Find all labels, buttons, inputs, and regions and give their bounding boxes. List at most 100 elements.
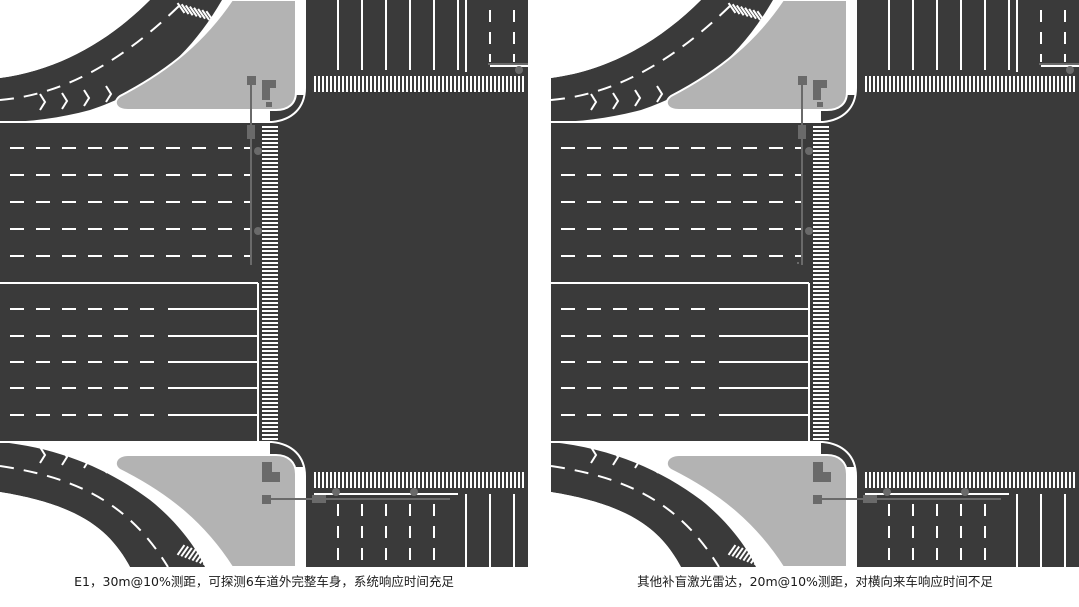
- zebra-bar: [350, 76, 352, 92]
- zebra-bar: [813, 314, 829, 316]
- intersection-diagram-left: [0, 0, 528, 567]
- zebra-bar: [813, 374, 829, 376]
- traffic-island-south: [665, 454, 848, 567]
- chevron-nw-4: [105, 85, 113, 103]
- chevron-nw-2: [61, 92, 69, 110]
- signal-lamp-west-1: [805, 147, 813, 155]
- zebra-bar: [414, 76, 416, 92]
- zebra-bar: [262, 254, 278, 256]
- zebra-bar: [262, 386, 278, 388]
- zebra-bar: [262, 134, 278, 136]
- signal-pole-end-marker: [797, 262, 799, 264]
- curb-line-se: [822, 441, 857, 567]
- zebra-bar: [482, 76, 484, 92]
- zebra-bar: [262, 398, 278, 400]
- zebra-bar: [813, 430, 829, 432]
- zebra-bar: [813, 218, 829, 220]
- zebra-bar: [262, 342, 278, 344]
- zebra-bar: [354, 472, 356, 488]
- zebra-bar: [731, 3, 741, 15]
- zebra-bar: [262, 222, 278, 224]
- zebra-bar: [1013, 76, 1015, 92]
- zebra-bar: [262, 394, 278, 396]
- zebra-bar: [813, 138, 829, 140]
- zebra-bar: [1073, 76, 1075, 92]
- zebra-crossing-west: [262, 126, 278, 440]
- zebra-crossing-west: [813, 126, 829, 440]
- zebra-bar: [176, 544, 186, 556]
- intersection-layer: [0, 0, 528, 567]
- zebra-bar: [510, 472, 512, 488]
- chevron-sw-2: [61, 448, 69, 466]
- zebra-bar: [322, 76, 324, 92]
- zebra-bar: [1069, 76, 1071, 92]
- zebra-bar: [402, 76, 404, 92]
- zebra-bar: [201, 9, 210, 21]
- zebra-bar: [1041, 76, 1043, 92]
- zebra-bar: [490, 472, 492, 488]
- zebra-bar: [262, 198, 278, 200]
- zebra-bar: [1017, 76, 1019, 92]
- zebra-bar: [969, 76, 971, 92]
- zebra-bar: [180, 545, 189, 557]
- zebra-bar: [510, 76, 512, 92]
- zebra-bar: [813, 178, 829, 180]
- signal-head-sw: [813, 495, 822, 504]
- zebra-bar: [346, 76, 348, 92]
- zebra-bar: [262, 402, 278, 404]
- zebra-bar: [1033, 472, 1035, 488]
- zebra-bar: [897, 472, 899, 488]
- zebra-bar: [969, 472, 971, 488]
- zebra-bar: [262, 154, 278, 156]
- zebra-bar: [1013, 472, 1015, 488]
- zebra-bar: [813, 438, 829, 440]
- zebra-bar: [342, 472, 344, 488]
- zebra-bar: [262, 138, 278, 140]
- junction-box: [270, 95, 528, 467]
- zebra-crossing-sw-curve: [727, 544, 763, 566]
- zebra-bar: [813, 266, 829, 268]
- zebra-bar: [518, 76, 520, 92]
- zebra-bar: [744, 7, 753, 19]
- zebra-bar: [961, 76, 963, 92]
- zebra-bar: [197, 8, 206, 20]
- zebra-bar: [176, 2, 186, 14]
- zebra-bar: [981, 76, 983, 92]
- zebra-bar: [813, 134, 829, 136]
- zebra-bar: [1049, 472, 1051, 488]
- zebra-bar: [977, 76, 979, 92]
- zebra-bar: [881, 472, 883, 488]
- zebra-bar: [262, 422, 278, 424]
- zebra-bar: [522, 76, 524, 92]
- zebra-bar: [813, 294, 829, 296]
- zebra-bar: [905, 472, 907, 488]
- zebra-bar: [981, 472, 983, 488]
- zebra-bar: [350, 472, 352, 488]
- zebra-bar: [813, 334, 829, 336]
- zebra-bar: [813, 250, 829, 252]
- zebra-bar: [262, 426, 278, 428]
- intersection-svg-right: [551, 0, 1079, 567]
- zebra-bar: [893, 472, 895, 488]
- zebra-bar: [262, 258, 278, 260]
- zebra-bar: [742, 550, 752, 562]
- zebra-bar: [262, 302, 278, 304]
- zebra-bar: [813, 310, 829, 312]
- signal-lamp-ne: [1066, 66, 1074, 74]
- zebra-bar: [314, 472, 316, 488]
- zebra-bar: [262, 346, 278, 348]
- zebra-bar: [470, 76, 472, 92]
- zebra-bar: [518, 472, 520, 488]
- zebra-bar: [458, 472, 460, 488]
- intersection-diagram-right: [551, 0, 1079, 567]
- zebra-bar: [466, 472, 468, 488]
- signal-lamp-south-1: [883, 488, 891, 496]
- zebra-bar: [454, 472, 456, 488]
- zebra-bar: [262, 374, 278, 376]
- zebra-bar: [366, 76, 368, 92]
- northwest-curved-road: [0, 0, 222, 122]
- zebra-bar: [937, 76, 939, 92]
- zebra-bar: [394, 472, 396, 488]
- zebra-bar: [262, 362, 278, 364]
